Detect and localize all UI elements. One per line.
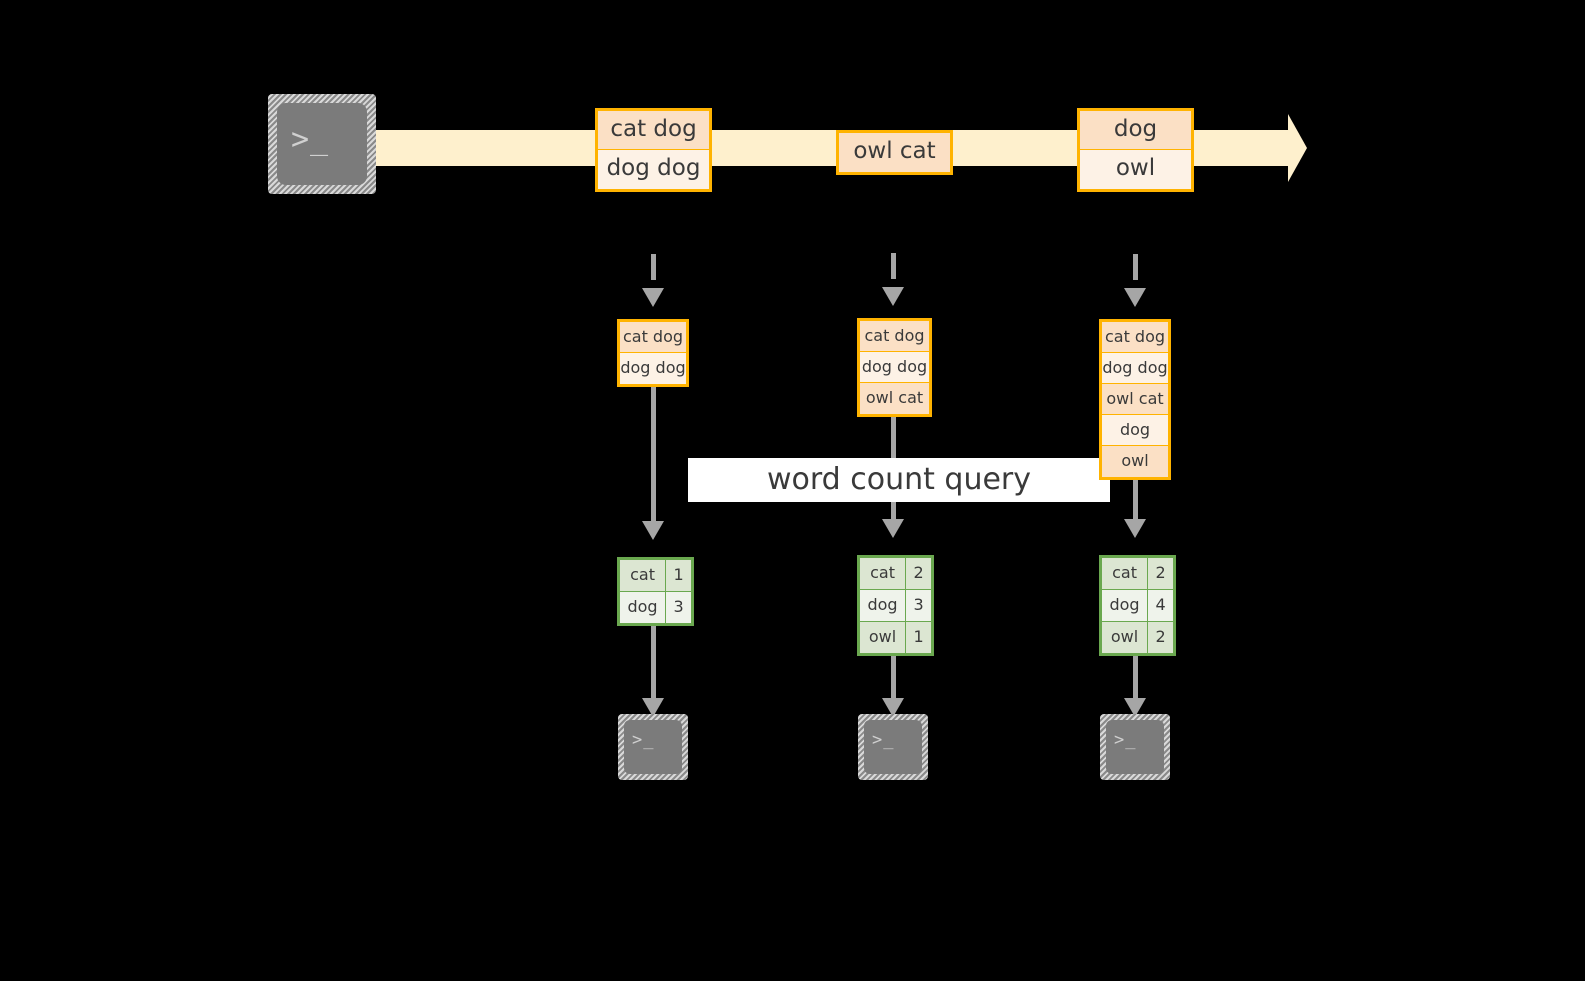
accumulated-row: owl cat <box>860 383 929 414</box>
query-arrow-head-2 <box>882 519 904 538</box>
sink-arrow-head-1 <box>642 698 664 717</box>
accumulated-row: owl <box>1102 446 1168 477</box>
terminal-screen: >_ <box>1106 720 1164 774</box>
result-word: cat <box>620 560 667 591</box>
query-arrow-shaft-3 <box>1133 473 1138 528</box>
stream-record: dog <box>1080 111 1191 150</box>
result-table-3: cat 2 dog 4 owl 2 <box>1099 555 1176 656</box>
sink-arrow-head-2 <box>882 698 904 717</box>
result-row: dog 4 <box>1102 590 1173 622</box>
result-count: 3 <box>666 592 691 623</box>
accumulated-row: dog dog <box>860 352 929 383</box>
accumulated-table-1: cat dog dog dog <box>617 319 689 387</box>
trigger-arrow-shaft-3 <box>1133 254 1138 298</box>
query-arrow-head-3 <box>1124 519 1146 538</box>
query-arrow-head-1 <box>642 521 664 540</box>
result-word: cat <box>1102 558 1149 589</box>
query-arrow-shaft-1 <box>651 380 656 528</box>
terminal-prompt-icon: >_ <box>872 730 895 750</box>
trigger-arrow-shaft-1 <box>651 254 656 298</box>
stream-arrowhead-icon <box>1288 114 1307 182</box>
result-count: 3 <box>906 590 931 621</box>
result-word: dog <box>620 592 667 623</box>
accumulated-row: dog dog <box>1102 353 1168 384</box>
terminal-screen: >_ <box>624 720 682 774</box>
result-row: cat 2 <box>860 558 931 590</box>
query-banner: word count query <box>688 458 1110 502</box>
trigger-arrow-head-2 <box>882 287 904 306</box>
accumulated-row: owl cat <box>1102 384 1168 415</box>
terminal-screen: >_ <box>277 103 367 185</box>
result-row: owl 2 <box>1102 622 1173 653</box>
result-table-1: cat 1 dog 3 <box>617 557 694 626</box>
stream-record: owl cat <box>839 133 950 172</box>
result-word: owl <box>860 622 907 653</box>
result-word: dog <box>860 590 907 621</box>
output-terminal-3[interactable]: >_ <box>1100 714 1170 780</box>
accumulated-row: dog <box>1102 415 1168 446</box>
terminal-prompt-icon: >_ <box>291 122 330 157</box>
result-count: 1 <box>666 560 691 591</box>
terminal-screen: >_ <box>864 720 922 774</box>
result-word: dog <box>1102 590 1149 621</box>
sink-arrow-shaft-3 <box>1133 649 1138 705</box>
accumulated-table-3: cat dog dog dog owl cat dog owl <box>1099 319 1171 480</box>
terminal-prompt-icon: >_ <box>1114 730 1137 750</box>
accumulated-table-2: cat dog dog dog owl cat <box>857 318 932 417</box>
accumulated-row: cat dog <box>860 321 929 352</box>
result-word: cat <box>860 558 907 589</box>
trigger-arrow-head-3 <box>1124 288 1146 307</box>
stream-batch-1: cat dog dog dog <box>595 108 712 192</box>
sink-arrow-head-3 <box>1124 698 1146 717</box>
stream-record: owl <box>1080 150 1191 189</box>
result-count: 1 <box>906 622 931 653</box>
result-row: cat 1 <box>620 560 691 592</box>
result-row: cat 2 <box>1102 558 1173 590</box>
accumulated-row: dog dog <box>620 353 686 384</box>
sink-arrow-shaft-1 <box>651 620 656 704</box>
stream-batch-2: owl cat <box>836 130 953 175</box>
source-terminal[interactable]: >_ <box>268 94 376 194</box>
sink-arrow-shaft-2 <box>891 649 896 705</box>
accumulated-row: cat dog <box>1102 322 1168 353</box>
stream-batch-3: dog owl <box>1077 108 1194 192</box>
output-terminal-2[interactable]: >_ <box>858 714 928 780</box>
stream-record: dog dog <box>598 150 709 189</box>
terminal-prompt-icon: >_ <box>632 730 655 750</box>
result-table-2: cat 2 dog 3 owl 1 <box>857 555 934 656</box>
result-count: 4 <box>1148 590 1173 621</box>
result-row: owl 1 <box>860 622 931 653</box>
result-row: dog 3 <box>620 592 691 623</box>
stream-record: cat dog <box>598 111 709 150</box>
result-count: 2 <box>1148 622 1173 653</box>
result-word: owl <box>1102 622 1149 653</box>
trigger-arrow-shaft-2 <box>891 253 896 297</box>
result-count: 2 <box>906 558 931 589</box>
accumulated-row: cat dog <box>620 322 686 353</box>
trigger-arrow-head-1 <box>642 288 664 307</box>
result-count: 2 <box>1148 558 1173 589</box>
result-row: dog 3 <box>860 590 931 622</box>
output-terminal-1[interactable]: >_ <box>618 714 688 780</box>
